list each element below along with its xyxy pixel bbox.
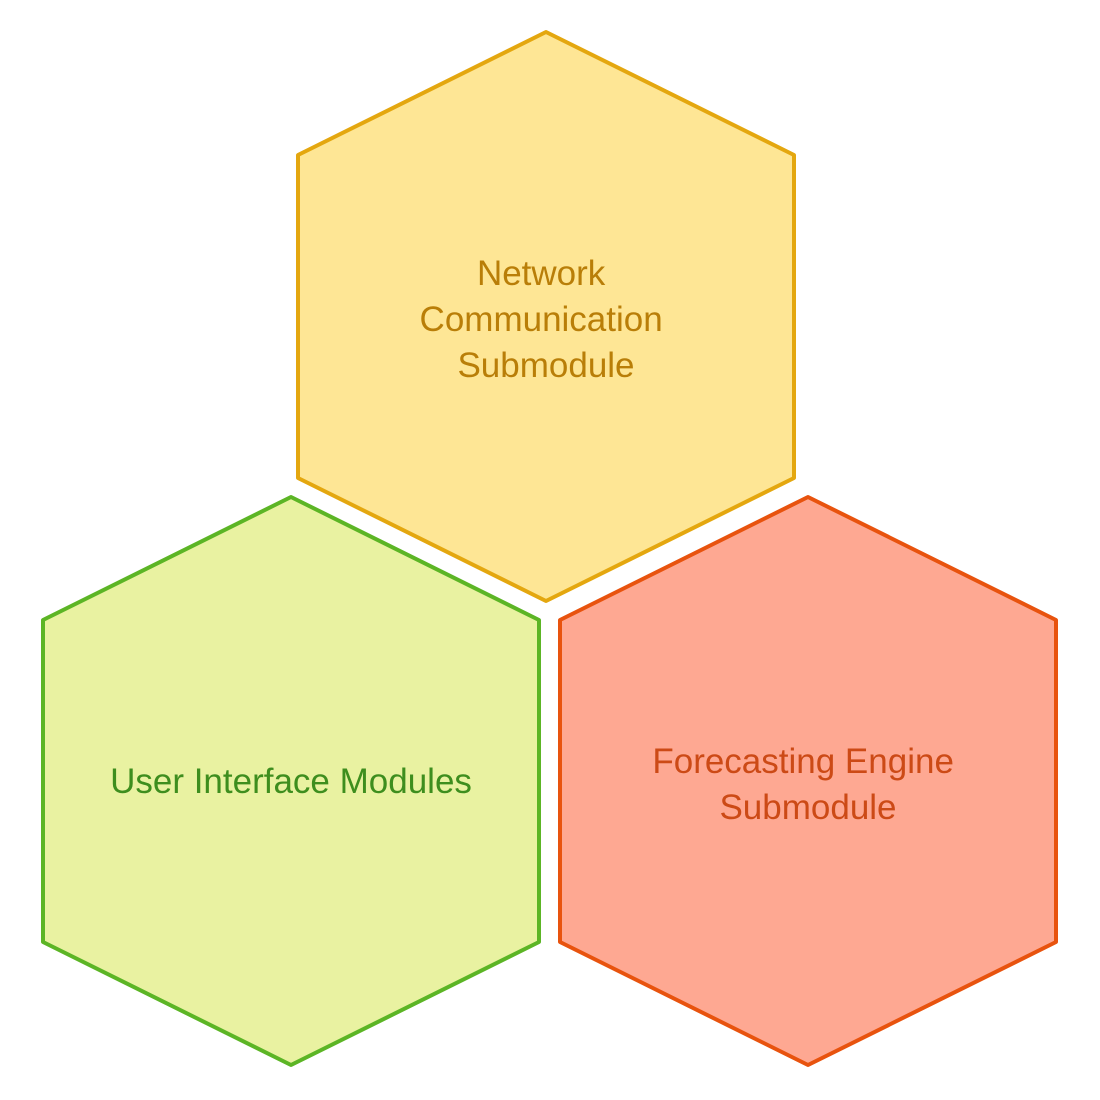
hex-network-shape (296, 30, 796, 603)
hex-network-label: Network Communication Submodule (420, 254, 673, 385)
hex-ui-label: User Interface Modules (110, 762, 472, 801)
hex-network-label-line-3: Submodule (457, 346, 634, 385)
hex-ui-shape (41, 495, 541, 1067)
hex-forecast-label-line-1: Forecasting Engine (652, 742, 954, 781)
hex-network-communication: Network Communication Submodule (296, 30, 796, 603)
hex-network-label-line-1: Network (477, 254, 606, 293)
hex-forecast-label-line-2: Submodule (719, 788, 896, 827)
hex-forecast-shape (558, 495, 1058, 1067)
hex-forecasting-engine: Forecasting Engine Submodule (558, 495, 1058, 1067)
hex-ui-label-line-1: User Interface Modules (110, 762, 472, 801)
hex-network-label-line-2: Communication (420, 300, 663, 339)
hex-user-interface-modules: User Interface Modules (41, 495, 541, 1067)
hex-forecast-label: Forecasting Engine Submodule (652, 742, 963, 827)
